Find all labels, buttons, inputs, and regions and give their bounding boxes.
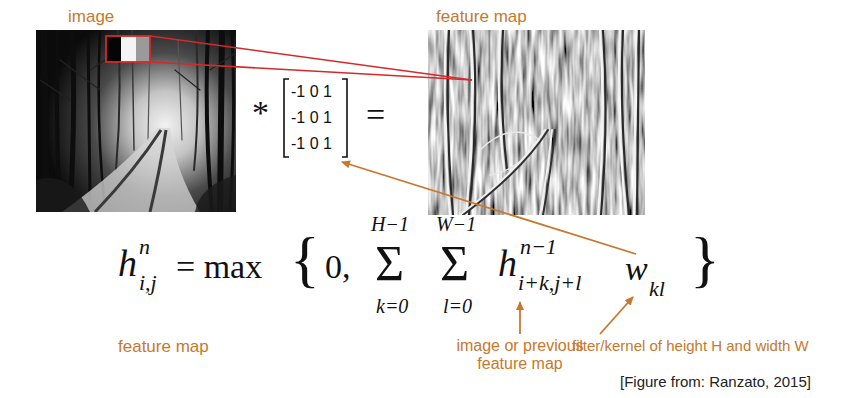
- math-symbol: h: [498, 244, 517, 282]
- annotation-label: image or previous feature map: [455, 337, 585, 373]
- feature-map-image: [428, 30, 645, 215]
- sum-limit: l=0: [443, 296, 472, 316]
- matrix-brackets: [284, 79, 347, 157]
- source-citation: [Figure from: Ranzato, 2015]: [620, 374, 811, 389]
- sum-limit: H−1: [371, 214, 409, 234]
- panel-label: feature map: [436, 8, 527, 25]
- matrix-row: -1 0 1: [291, 84, 332, 100]
- sum-symbol: Σ: [375, 238, 404, 288]
- projection-lines: [150, 36, 472, 80]
- operator-symbol: *: [252, 96, 269, 130]
- math-superscript: n: [139, 236, 150, 258]
- math-subscript: i,j: [139, 272, 157, 294]
- math-subscript: kl: [649, 278, 665, 300]
- sum-symbol: Σ: [440, 238, 469, 288]
- math-symbol: h: [118, 244, 137, 282]
- annotation-label: feature map: [118, 338, 209, 355]
- matrix-row: -1 0 1: [291, 136, 332, 152]
- sum-limit: W−1: [436, 214, 476, 234]
- math-symbol: 0,: [325, 250, 351, 284]
- leader-arrows: [342, 162, 636, 334]
- sum-limit: k=0: [376, 296, 408, 316]
- annotation-label: filter/kernel of height H and width W: [572, 338, 809, 353]
- math-subscript: i+k,j+l: [518, 272, 581, 294]
- math-symbol: w: [625, 252, 648, 286]
- math-brace: {: [290, 228, 320, 290]
- math-brace: }: [690, 228, 720, 290]
- matrix-row: -1 0 1: [291, 110, 332, 126]
- math-superscript: n−1: [520, 236, 557, 258]
- math-symbol: = max: [176, 250, 262, 284]
- operator-symbol: =: [366, 98, 385, 132]
- forest-photo: [36, 30, 236, 212]
- panel-label: image: [68, 8, 114, 25]
